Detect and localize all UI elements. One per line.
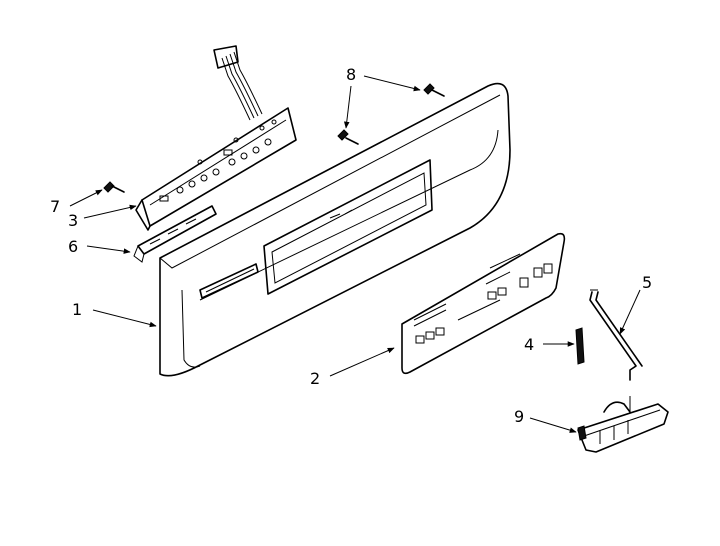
switch-housing [577,396,669,453]
leader-3 [83,204,137,219]
callout-labels: 1 2 3 4 5 6 7 8 9 [50,65,652,426]
callout-1: 1 [72,300,82,319]
leader-lines [69,75,641,433]
clip-part [575,327,585,365]
screw-8-lower [337,129,359,145]
control-board [135,45,297,231]
control-overlay [401,232,566,375]
leader-1 [92,309,157,328]
leader-9 [529,417,577,433]
leader-2 [329,347,395,377]
callout-7: 7 [50,197,60,216]
callout-6: 6 [68,237,78,256]
leader-7 [69,189,103,207]
callout-4: 4 [524,335,534,354]
callout-3: 3 [68,211,78,230]
bracket-strip [133,205,217,263]
leader-6 [86,245,131,254]
screw-7 [103,181,125,193]
leader-8a [363,75,421,92]
callout-5: 5 [642,273,652,292]
callout-2: 2 [310,369,320,388]
console-panel [159,82,511,377]
leader-8b [343,85,352,129]
callout-9: 9 [514,407,524,426]
callout-8: 8 [346,65,356,84]
leader-5 [619,289,641,335]
rod-link [589,289,643,381]
screw-8-upper [423,83,445,97]
